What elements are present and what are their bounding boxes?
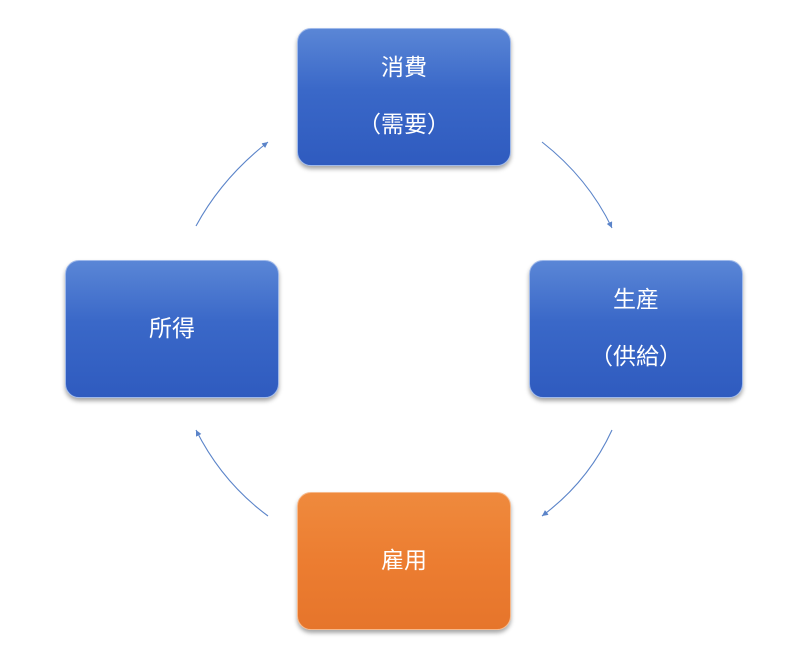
arrow-employment-to-income xyxy=(195,429,269,517)
node-employment: 雇用 xyxy=(297,492,511,630)
arrow-consumption-to-production xyxy=(541,141,613,229)
arrow-income-to-consumption xyxy=(195,141,269,227)
node-employment-label: 雇用 xyxy=(381,547,427,574)
node-income: 所得 xyxy=(65,260,279,398)
node-production-label: 生産 xyxy=(613,287,659,313)
arrow-production-to-employment xyxy=(541,429,613,517)
node-income-label: 所得 xyxy=(149,315,195,342)
node-consumption-label: 消費 xyxy=(381,55,427,81)
node-production-sublabel: （供給） xyxy=(590,344,682,370)
node-production: 生産 （供給） xyxy=(529,260,743,398)
node-consumption: 消費 （需要） xyxy=(297,28,511,166)
node-consumption-sublabel: （需要） xyxy=(358,112,450,138)
